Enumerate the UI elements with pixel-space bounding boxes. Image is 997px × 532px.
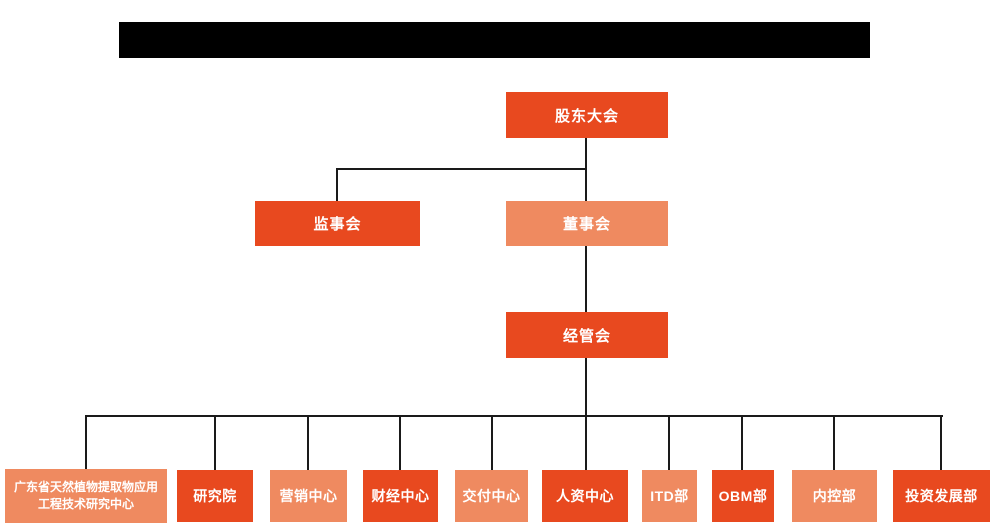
org-node-board-of-directors: 董事会 <box>506 201 668 246</box>
redacted-title-bar <box>119 22 870 58</box>
org-node-label: 研究院 <box>193 488 237 504</box>
org-node-label: 广东省天然植物提取物应用工程技术研究中心 <box>13 480 158 511</box>
org-node-itd-dept: ITD部 <box>642 470 697 522</box>
connector-board-to-management <box>585 246 587 312</box>
connector-dept-drop-6 <box>585 415 587 470</box>
org-node-finance-center: 财经中心 <box>363 470 438 522</box>
org-node-research-center: 广东省天然植物提取物应用工程技术研究中心 <box>5 469 167 523</box>
connector-level2-branch <box>336 168 587 170</box>
connector-dept-drop-2 <box>214 415 216 470</box>
org-node-hr-center: 人资中心 <box>542 470 628 522</box>
connector-supervisory-drop <box>336 168 338 202</box>
org-node-label: 内控部 <box>812 488 857 504</box>
org-node-management-committee: 经管会 <box>506 312 668 358</box>
connector-dept-drop-9 <box>833 415 835 470</box>
connector-dept-drop-10 <box>940 415 942 470</box>
org-node-shareholders-meeting: 股东大会 <box>506 92 668 138</box>
connector-dept-drop-4 <box>399 415 401 470</box>
connector-dept-drop-7 <box>668 415 670 470</box>
org-node-label: 营销中心 <box>279 488 338 504</box>
org-node-marketing-center: 营销中心 <box>270 470 347 522</box>
org-node-label: 投资发展部 <box>905 488 978 504</box>
org-node-internal-control-dept: 内控部 <box>792 470 877 522</box>
org-node-label: 股东大会 <box>554 107 619 125</box>
connector-dept-drop-1 <box>85 415 87 470</box>
org-node-investment-development-dept: 投资发展部 <box>893 470 990 522</box>
org-node-research-institute: 研究院 <box>177 470 253 522</box>
connector-management-stem <box>585 357 587 416</box>
org-node-label: OBM部 <box>718 488 768 504</box>
org-node-label: 财经中心 <box>371 488 430 504</box>
org-node-label: ITD部 <box>650 488 689 504</box>
connector-dept-drop-3 <box>307 415 309 470</box>
connector-department-bus <box>85 415 943 417</box>
org-node-label: 交付中心 <box>462 488 521 504</box>
org-node-obm-dept: OBM部 <box>712 470 774 522</box>
org-node-supervisory-board: 监事会 <box>255 201 420 246</box>
org-node-label: 监事会 <box>313 216 362 233</box>
connector-dept-drop-8 <box>741 415 743 470</box>
org-node-delivery-center: 交付中心 <box>455 470 528 522</box>
org-node-label: 经管会 <box>562 327 611 345</box>
org-node-label: 人资中心 <box>556 488 614 504</box>
connector-dept-drop-5 <box>491 415 493 470</box>
org-node-label: 董事会 <box>562 216 611 233</box>
